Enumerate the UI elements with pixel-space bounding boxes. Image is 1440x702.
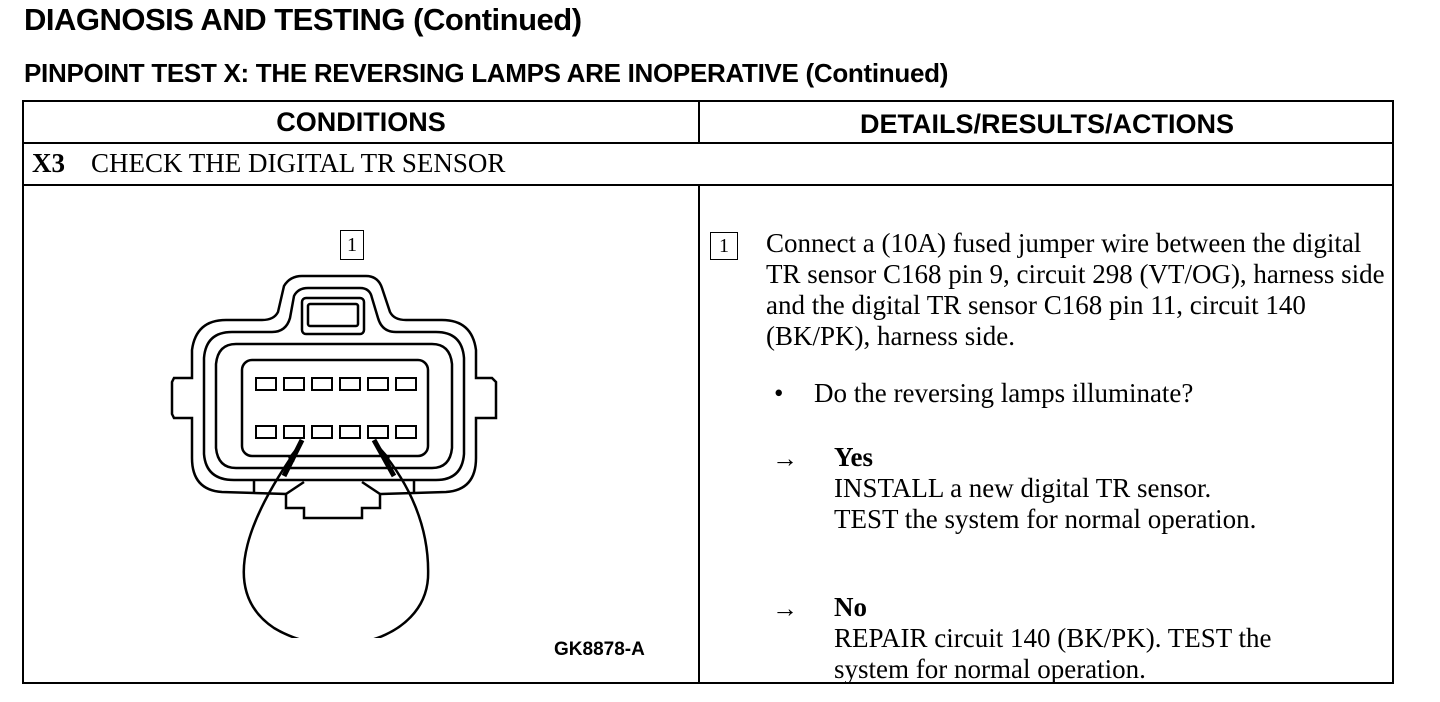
page-title: DIAGNOSIS AND TESTING (Continued) xyxy=(24,2,582,37)
header-divider xyxy=(698,102,700,142)
step-title: CHECK THE DIGITAL TR SENSOR xyxy=(91,148,506,178)
header-rule xyxy=(24,142,1392,144)
result-arrow-yes: → xyxy=(772,444,798,473)
result-no-line-2: system for normal operation. xyxy=(834,654,1146,684)
jumper-wire xyxy=(242,438,430,638)
step-rule xyxy=(24,184,1392,186)
result-yes-line-2: TEST the system for normal operation. xyxy=(834,504,1257,534)
test-instruction: Connect a (10A) fused jumper wire betwee… xyxy=(766,228,1385,351)
step-id: X3 xyxy=(32,148,65,178)
result-no-line-1: REPAIR circuit 140 (BK/PK). TEST the xyxy=(834,623,1272,653)
column-header-details: DETAILS/RESULTS/ACTIONS xyxy=(859,109,1234,139)
section-subtitle: PINPOINT TEST X: THE REVERSING LAMPS ARE… xyxy=(24,58,949,88)
question-row: • Do the reversing lamps illuminate? xyxy=(774,378,1193,409)
pinpoint-test-table: CONDITIONS DETAILS/RESULTS/ACTIONS X3 CHE… xyxy=(22,100,1394,684)
result-yes-label: Yes xyxy=(834,442,873,472)
detail-callout-box: 1 xyxy=(710,232,738,260)
connector-diagram xyxy=(170,274,498,638)
figure-callout-box: 1 xyxy=(340,230,364,260)
body-divider xyxy=(698,184,700,682)
result-arrow-no: → xyxy=(772,594,798,623)
column-header-conditions: CONDITIONS xyxy=(276,107,446,137)
result-yes-line-1: INSTALL a new digital TR sensor. xyxy=(834,473,1212,503)
step-row: X3 CHECK THE DIGITAL TR SENSOR xyxy=(32,148,505,179)
bullet-mark: • xyxy=(774,378,784,408)
result-no: No REPAIR circuit 140 (BK/PK). TEST the … xyxy=(834,592,1394,685)
result-yes: Yes INSTALL a new digital TR sensor. TES… xyxy=(834,442,1394,535)
figure-id: GK8878-A xyxy=(554,639,645,660)
pin-cavities xyxy=(255,377,417,439)
connector-housing xyxy=(170,274,498,520)
question-text: Do the reversing lamps illuminate? xyxy=(814,378,1194,408)
result-no-label: No xyxy=(834,592,867,622)
